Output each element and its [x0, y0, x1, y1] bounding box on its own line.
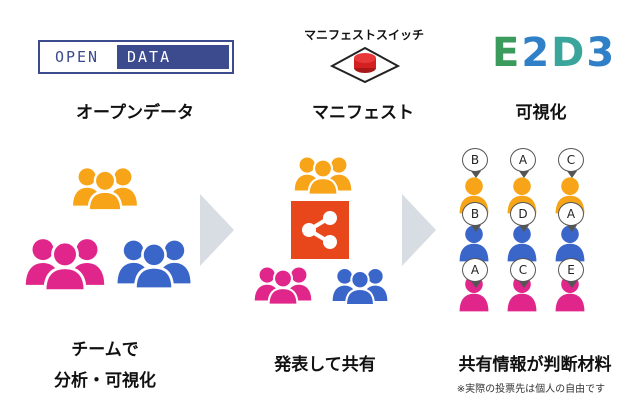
vote-bubble: B — [462, 148, 488, 178]
e2d3-letter-2: 2 — [521, 30, 552, 76]
vote-bubble: A — [510, 148, 536, 178]
manifest-logo-text: マニフェストスイッチ — [303, 28, 424, 42]
people-group-icon-orange — [71, 166, 139, 212]
vote-bubble: B — [462, 202, 488, 232]
voter-grid: B A C B D A A C E — [452, 146, 602, 316]
judge-caption: 共有情報が判断材料 — [458, 355, 612, 375]
people-group-icon-orange — [293, 156, 353, 196]
arrow-right-icon — [200, 194, 234, 266]
vote-bubble: C — [558, 148, 584, 178]
open-data-logo-left: OPEN — [54, 48, 100, 66]
vote-bubble: A — [558, 202, 584, 232]
vote-bubble: A — [462, 258, 488, 288]
people-group-icon-blue — [331, 267, 389, 307]
bubble-layer: B A C B D A A C E — [452, 146, 602, 316]
e2d3-letter-4: 3 — [586, 30, 617, 76]
e2d3-letter-3: D — [551, 30, 587, 76]
open-data-logo: OPEN DATA — [38, 40, 234, 74]
people-group-icon-pink — [24, 237, 106, 293]
note-caption: ※実際の投票先は個人の自由です — [456, 384, 606, 395]
share-caption: 発表して共有 — [274, 355, 376, 375]
vote-bubble: C — [510, 258, 536, 288]
share-icon — [291, 201, 349, 259]
open-data-logo-right: DATA — [117, 45, 229, 69]
vote-bubble: D — [510, 202, 536, 232]
people-group-icon-pink — [253, 266, 313, 306]
open-data-label: オープンデータ — [76, 103, 194, 123]
e2d3-logo: E 2 D 3 — [492, 30, 614, 82]
team-caption-line2: 分析・可視化 — [54, 371, 156, 391]
vote-bubble: E — [558, 258, 584, 288]
e2d3-letter-1: E — [492, 30, 522, 76]
people-group-icon-blue — [116, 239, 192, 291]
visualize-label: 可視化 — [515, 103, 567, 123]
arrow-right-icon — [402, 194, 436, 266]
team-caption-line1: チームで — [71, 340, 139, 360]
manifest-label: マニフェスト — [312, 103, 414, 123]
switch-button-icon — [330, 46, 400, 84]
